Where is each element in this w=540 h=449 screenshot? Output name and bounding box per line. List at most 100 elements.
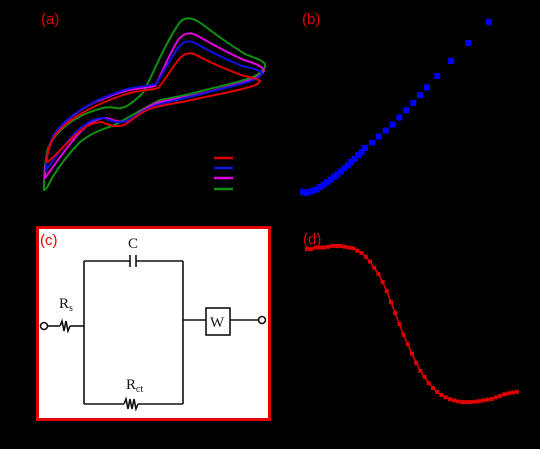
- warburg-label: W: [210, 315, 225, 331]
- data-point: [358, 149, 365, 156]
- rs-label: Rs: [59, 296, 73, 314]
- data-point: [321, 245, 326, 250]
- data-point: [351, 155, 358, 162]
- series-line: [307, 245, 518, 403]
- data-point: [348, 158, 355, 165]
- data-point: [418, 368, 423, 373]
- data-point: [334, 171, 341, 178]
- data-point: [320, 181, 327, 188]
- data-point: [342, 244, 347, 249]
- data-point: [372, 265, 377, 270]
- data-point: [431, 386, 435, 390]
- data-point: [397, 322, 402, 326]
- data-point: [347, 245, 351, 250]
- data-point: [403, 107, 410, 114]
- data-point: [317, 245, 322, 250]
- data-point: [389, 121, 396, 128]
- data-point: [464, 400, 469, 404]
- data-point: [368, 259, 372, 264]
- rct-label-sub: ct: [136, 384, 143, 395]
- data-point: [510, 390, 515, 395]
- resistor-rct: [123, 396, 139, 412]
- data-point: [389, 300, 393, 305]
- data-point: [460, 400, 465, 404]
- panel-label-a: (a): [41, 11, 59, 28]
- data-point: [331, 173, 337, 180]
- data-point: [380, 279, 385, 284]
- data-point: [447, 397, 452, 402]
- data-point: [313, 245, 318, 250]
- rs-label-sub: s: [69, 303, 73, 314]
- data-point: [384, 289, 389, 294]
- data-point: [317, 184, 324, 190]
- data-point: [443, 395, 448, 400]
- data-point: [309, 247, 314, 252]
- data-point: [481, 398, 486, 403]
- panel-label-d: (d): [303, 231, 321, 248]
- data-point: [410, 351, 414, 356]
- data-point: [393, 311, 398, 316]
- data-point: [465, 40, 472, 46]
- resistor-rs: [59, 318, 71, 334]
- data-point: [434, 73, 441, 79]
- data-point: [330, 244, 335, 248]
- data-point: [405, 342, 410, 347]
- capacitor-label: C: [128, 236, 138, 252]
- data-point: [359, 251, 364, 255]
- data-point: [382, 127, 389, 134]
- data-point: [435, 389, 440, 394]
- data-point: [326, 244, 330, 249]
- data-point: [324, 179, 331, 186]
- data-point: [426, 381, 431, 386]
- data-point: [502, 392, 507, 397]
- bode-plot: [305, 244, 519, 404]
- circuit-frame: [36, 226, 271, 421]
- data-point: [338, 244, 343, 248]
- data-point: [355, 152, 362, 159]
- data-point: [368, 139, 375, 146]
- data-point: [341, 165, 348, 172]
- data-point: [422, 375, 427, 379]
- data-point: [498, 393, 503, 398]
- data-point: [486, 19, 492, 25]
- data-point: [310, 187, 317, 194]
- data-point: [489, 396, 494, 401]
- rs-label-main: R: [59, 296, 69, 312]
- data-point: [410, 100, 417, 106]
- output-terminal: [257, 315, 267, 325]
- data-point: [351, 246, 356, 251]
- data-point: [424, 84, 430, 91]
- cv-curve-2: [44, 40, 264, 173]
- data-point: [362, 145, 368, 151]
- data-point: [334, 244, 339, 248]
- data-point: [375, 133, 382, 140]
- panel-label-b: (b): [302, 11, 320, 28]
- circuit-diagram: (c) C Rs Rct: [36, 226, 271, 421]
- data-point: [306, 188, 313, 195]
- rct-label-main: R: [126, 377, 136, 393]
- data-point: [376, 272, 381, 277]
- data-point: [313, 186, 320, 193]
- data-point: [363, 254, 368, 259]
- data-point: [506, 391, 511, 396]
- data-point: [468, 400, 473, 404]
- cv-curve-1: [45, 52, 262, 164]
- data-point: [300, 188, 306, 195]
- data-point: [327, 176, 334, 183]
- data-point: [473, 399, 477, 404]
- data-point: [414, 361, 419, 365]
- data-point: [417, 92, 424, 99]
- panel-label-c: (c): [40, 232, 58, 249]
- nyquist-plot: [300, 19, 492, 196]
- data-point: [439, 393, 444, 397]
- data-point: [452, 398, 456, 403]
- rct-label: Rct: [126, 377, 143, 395]
- data-point: [401, 332, 406, 337]
- cv-curve-3: [43, 32, 266, 181]
- cv-plot: [42, 17, 267, 192]
- data-point: [448, 58, 455, 64]
- data-point: [337, 168, 344, 175]
- cv-curve-4: [42, 17, 267, 192]
- data-point: [494, 395, 498, 400]
